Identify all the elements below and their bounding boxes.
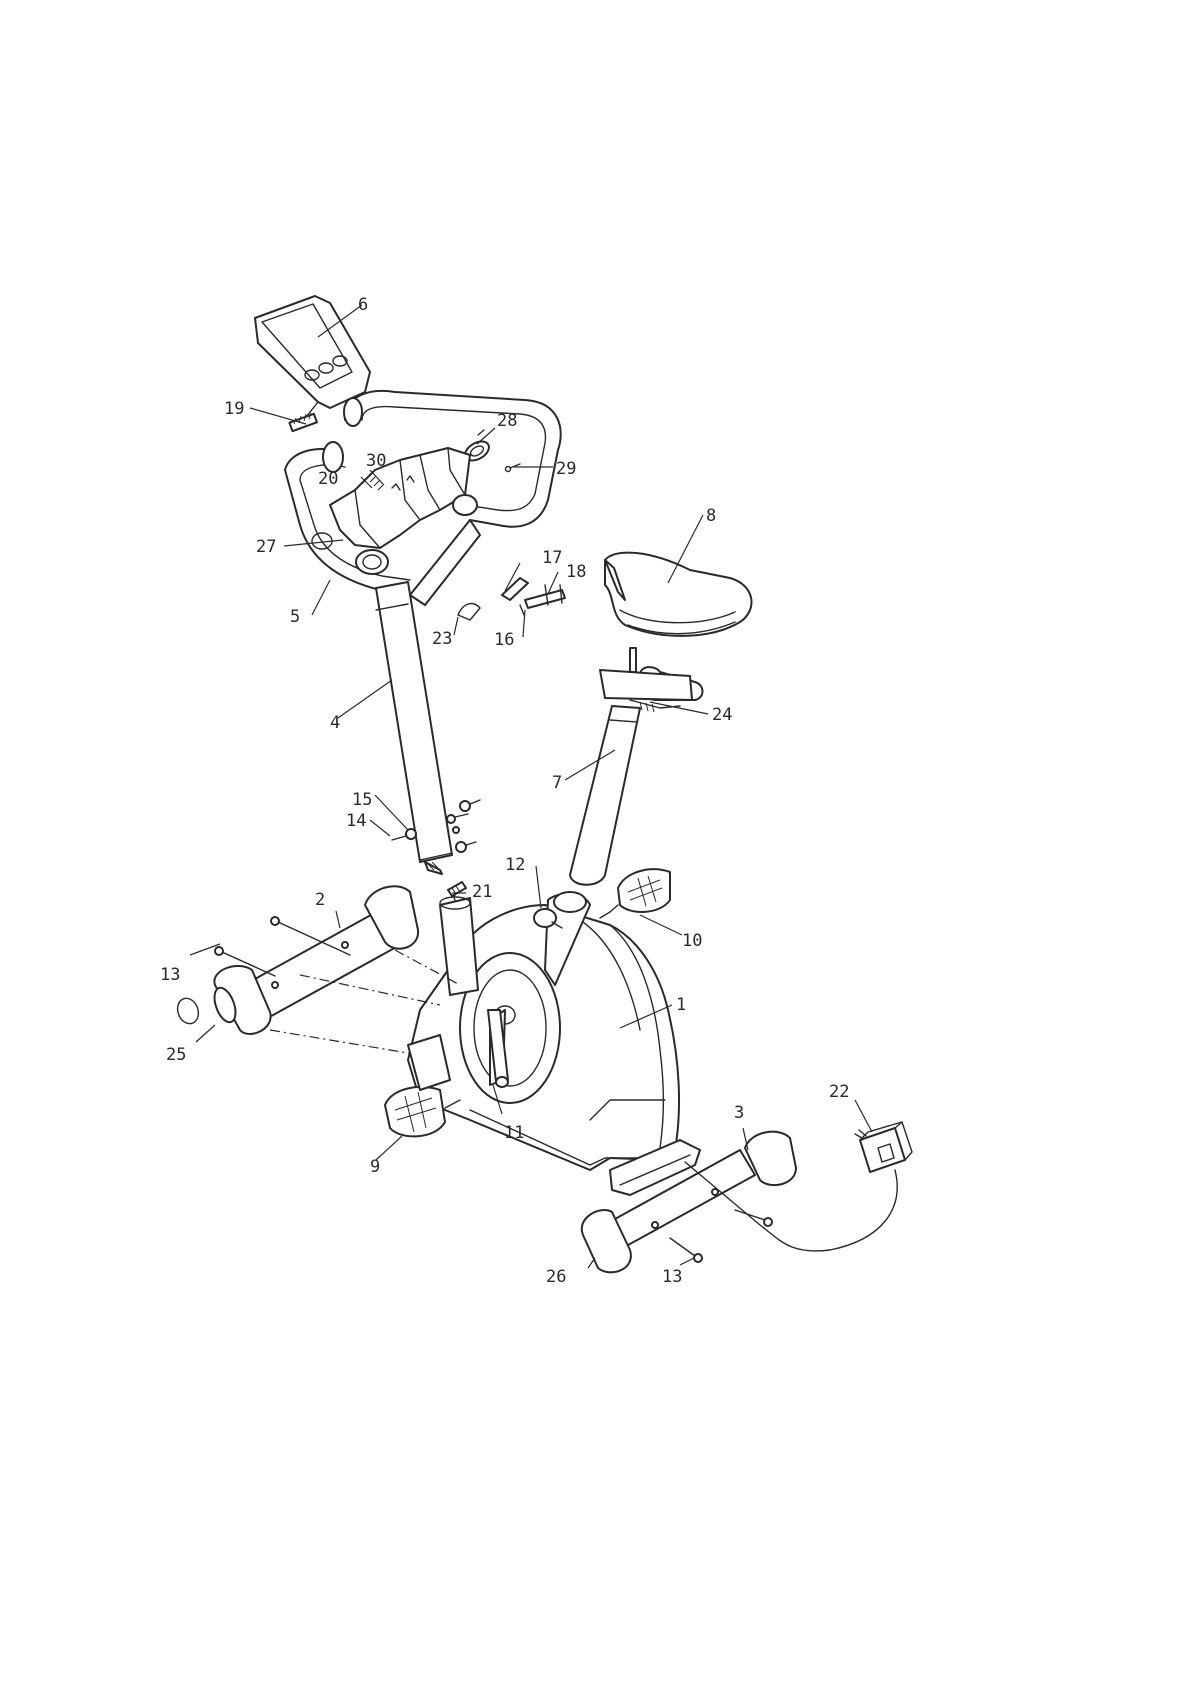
callout-2: 2 xyxy=(315,890,325,910)
right-pedal-part xyxy=(600,869,670,918)
console-part xyxy=(255,296,370,408)
callout-1: 1 xyxy=(676,995,686,1015)
callout-7: 7 xyxy=(552,773,562,793)
callout-3: 3 xyxy=(734,1103,744,1123)
callout-18: 18 xyxy=(566,562,586,582)
callout-21: 21 xyxy=(472,882,492,902)
callout-17: 17 xyxy=(542,548,562,568)
callout-4: 4 xyxy=(330,713,340,733)
callout-16: 16 xyxy=(494,630,514,650)
callout-6: 6 xyxy=(358,295,368,315)
callout-12: 12 xyxy=(505,855,525,875)
callout-11: 11 xyxy=(504,1123,524,1143)
callout-15: 15 xyxy=(352,790,372,810)
callout-20: 20 xyxy=(318,469,338,489)
callout-9: 9 xyxy=(370,1157,380,1177)
callout-19: 19 xyxy=(224,399,244,419)
callout-10: 10 xyxy=(682,931,702,951)
seat-part xyxy=(605,553,751,636)
callout-26: 26 xyxy=(546,1267,566,1287)
callout-5: 5 xyxy=(290,607,300,627)
callout-23: 23 xyxy=(432,629,452,649)
seat-post-part xyxy=(570,706,640,885)
callout-13b: 13 xyxy=(662,1267,682,1287)
front-stabilizer-part xyxy=(174,886,418,1034)
callout-13a: 13 xyxy=(160,965,180,985)
callout-30: 30 xyxy=(366,451,386,471)
callout-29: 29 xyxy=(556,459,576,479)
console-cable-part xyxy=(289,402,318,431)
callout-27: 27 xyxy=(256,537,276,557)
callout-8: 8 xyxy=(706,506,716,526)
callout-14: 14 xyxy=(346,811,366,831)
callout-25: 25 xyxy=(166,1045,186,1065)
callout-28: 28 xyxy=(497,411,517,431)
callout-24: 24 xyxy=(712,705,732,725)
seat-knob-parts xyxy=(458,578,565,620)
callout-22: 22 xyxy=(829,1082,849,1102)
